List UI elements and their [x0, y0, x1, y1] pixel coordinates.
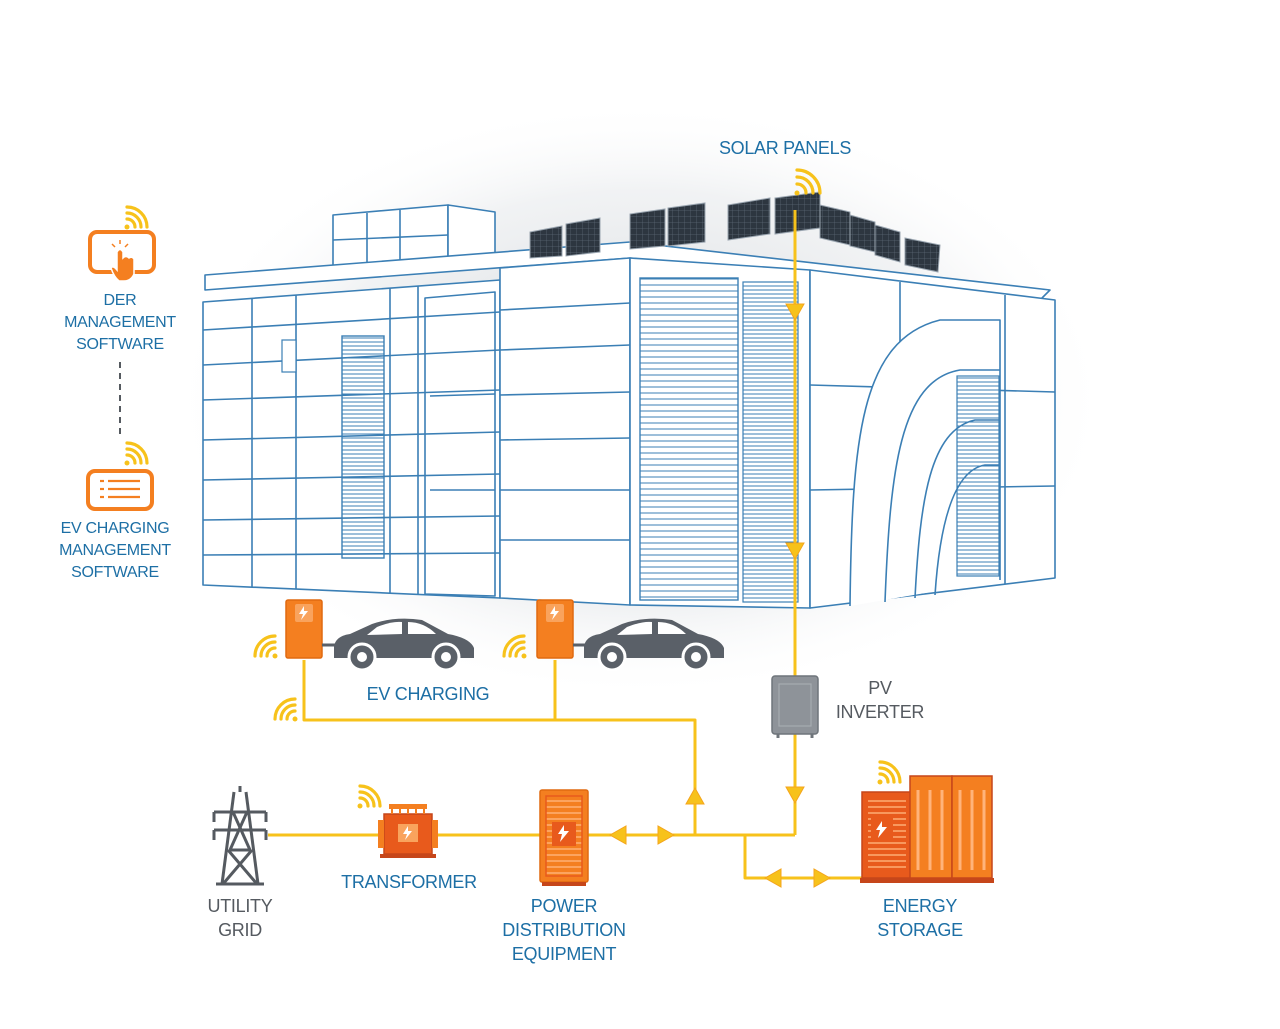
pv-inverter-icon	[771, 675, 819, 738]
louver-center	[639, 277, 739, 601]
arrow-icon	[608, 303, 832, 888]
transformer-icon	[378, 804, 438, 858]
label-transformer: TRANSFORMER	[341, 872, 477, 892]
wall-vent	[281, 339, 297, 373]
label-utility-grid: UTILITY GRID	[207, 896, 273, 940]
label-solar-panels: SOLAR PANELS	[718, 138, 852, 158]
solar-panel-icon	[529, 191, 941, 273]
label-der-management-software: DER MANAGEMENT SOFTWARE	[64, 292, 176, 353]
touch-screen-icon	[88, 230, 156, 282]
louver-right	[742, 281, 799, 603]
label-energy-storage: ENERGY STORAGE	[877, 896, 963, 940]
power-lines	[268, 210, 862, 880]
louver-left	[341, 335, 385, 559]
label-pv-inverter: PV INVERTER	[835, 678, 925, 722]
distribution-cabinet-icon	[539, 789, 589, 886]
label-ev-charging-management-software: EV CHARGING MANAGEMENT SOFTWARE	[59, 520, 171, 581]
list-screen-icon	[86, 469, 154, 511]
louver-arch	[956, 375, 1000, 577]
car-icon	[334, 618, 474, 672]
label-power-distribution-equipment: POWER DISTRIBUTION EQUIPMENT	[502, 896, 626, 964]
label-ev-charging: EV CHARGING	[366, 684, 490, 704]
wifi-signal-icon	[124, 168, 902, 809]
battery-storage-icon	[860, 775, 994, 883]
car-icon	[584, 618, 724, 672]
transmission-tower-icon	[212, 786, 268, 886]
